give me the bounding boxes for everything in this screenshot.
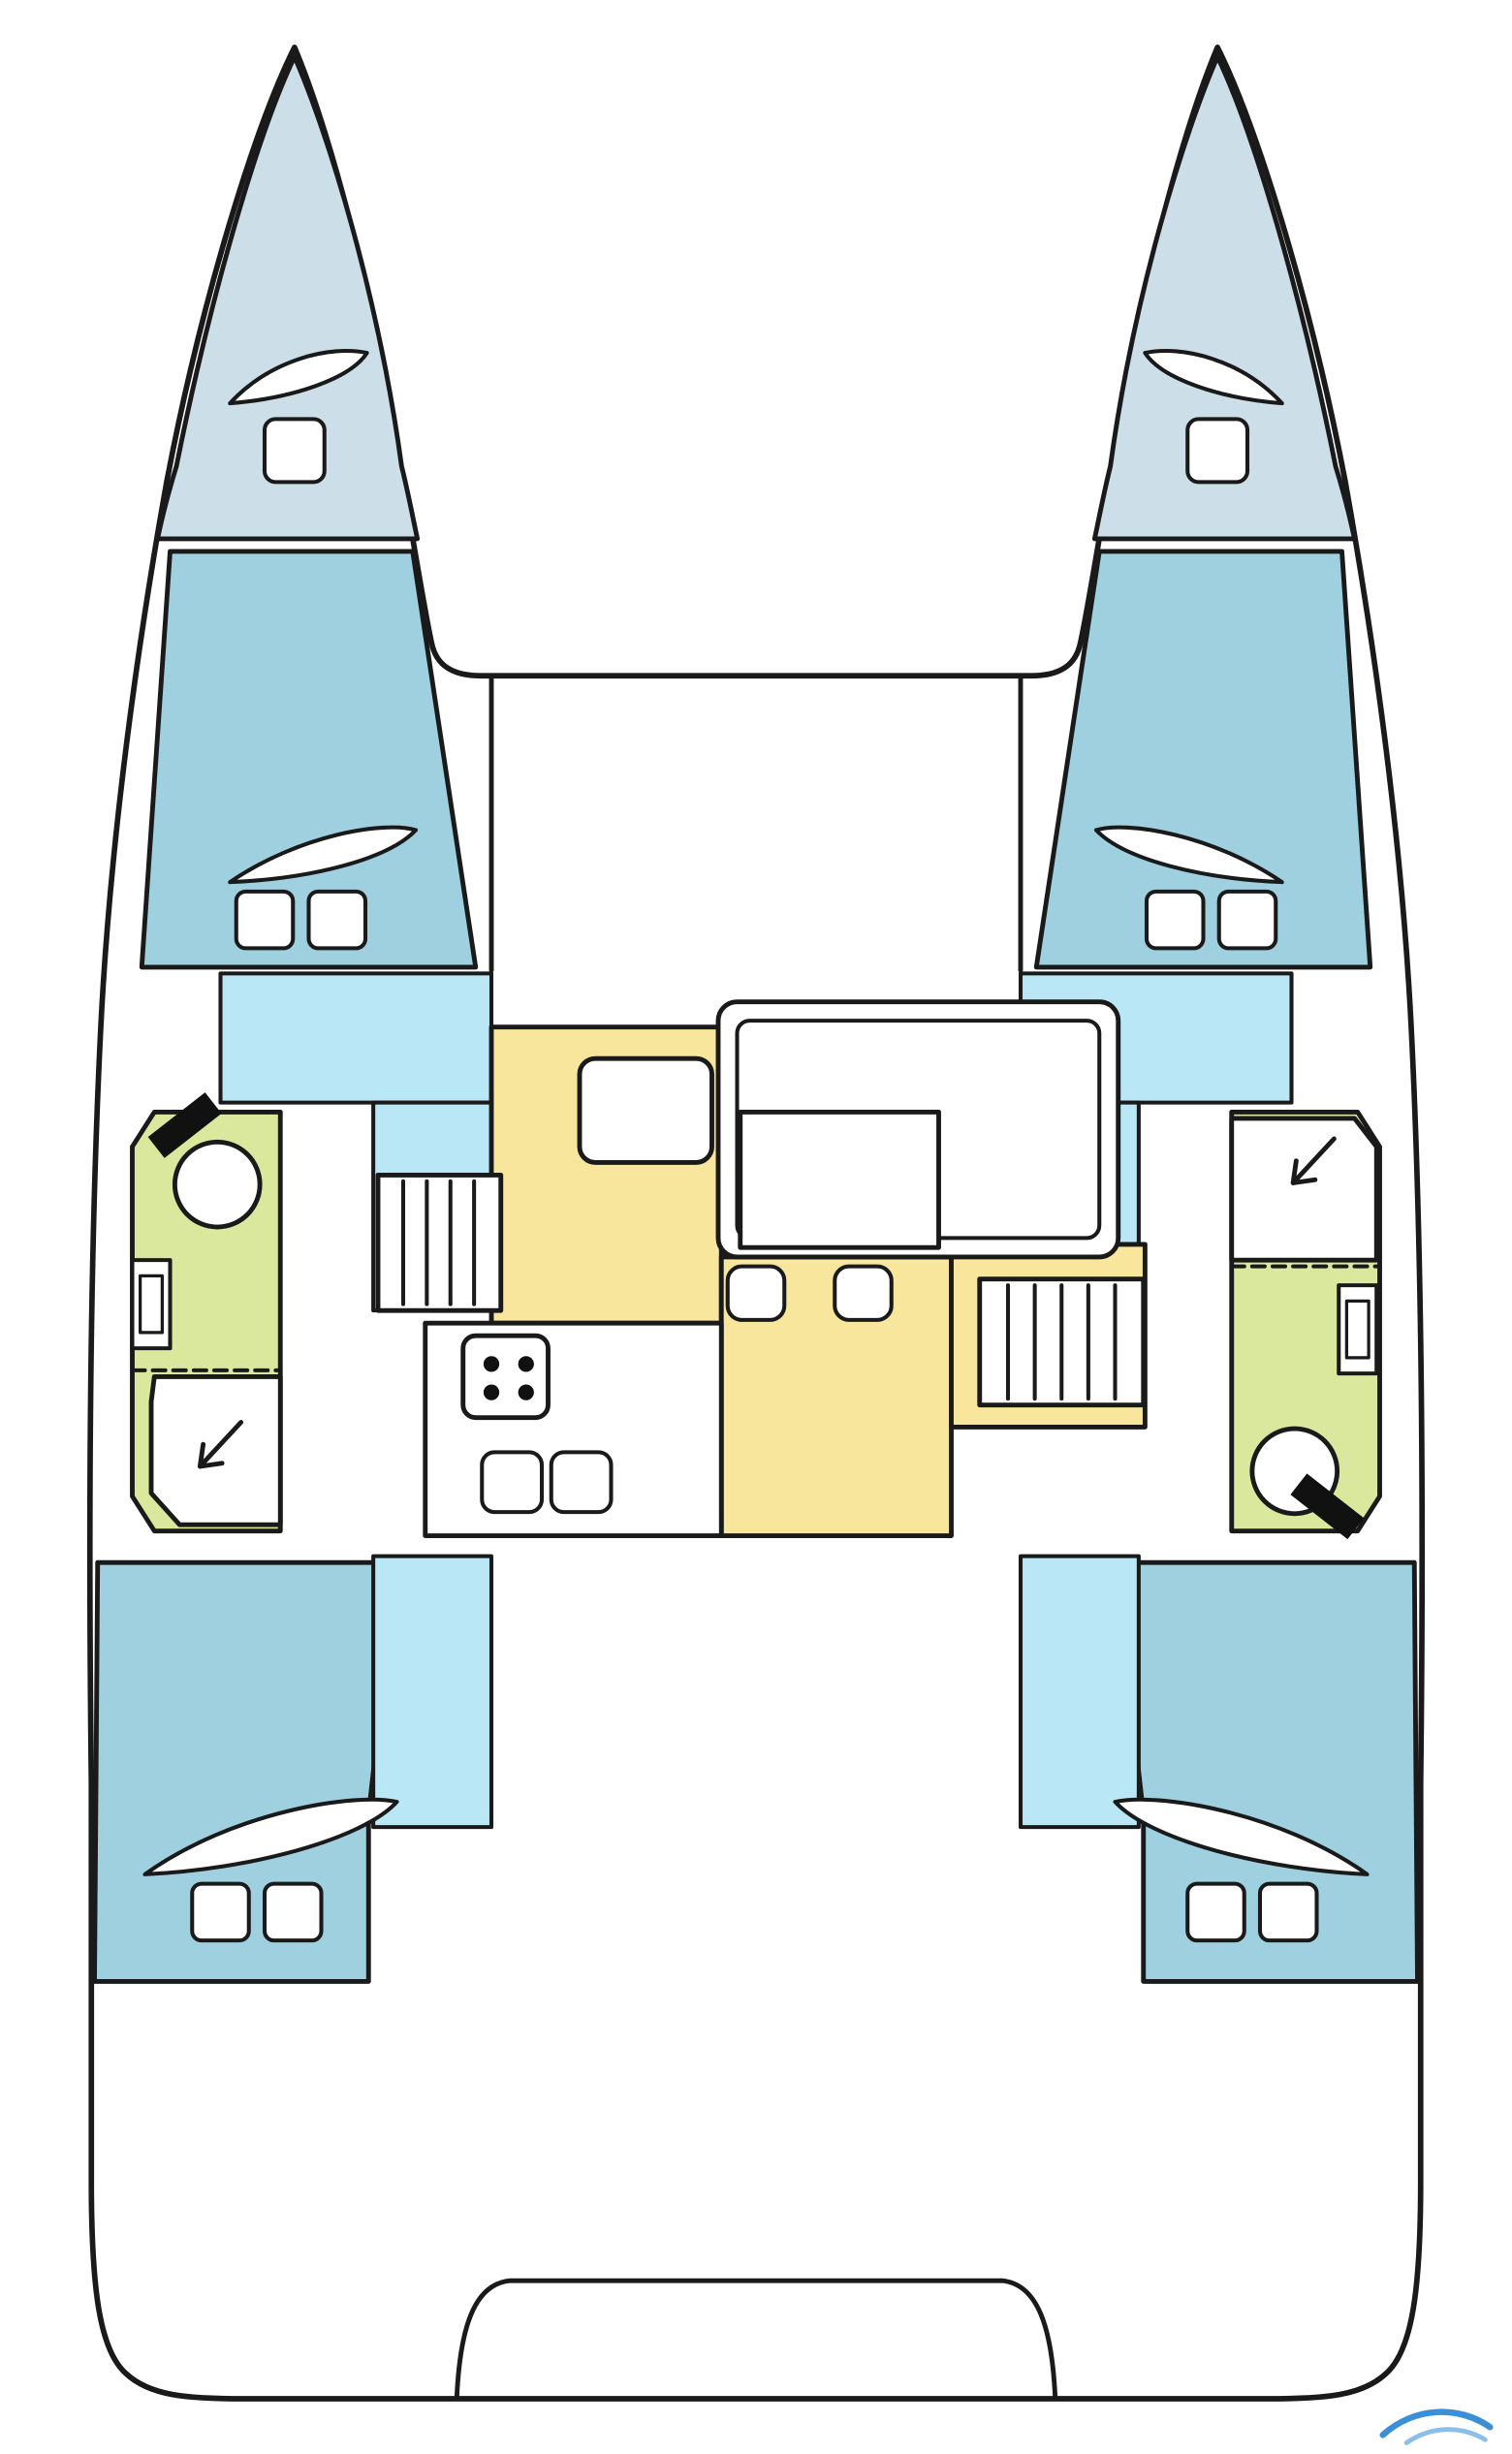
transom-step <box>454 2278 1058 2402</box>
wave-logo-stroke-dark <box>1379 2408 1494 2438</box>
fridge-unit <box>577 1055 714 1165</box>
stove-icon <box>460 1333 551 1421</box>
port-shower-arrow-icon <box>197 1420 244 1469</box>
port-bathroom-sink-basin <box>139 1274 164 1335</box>
port-forward-pillow-1 <box>234 889 296 951</box>
starboard-forward-pillow-2 <box>1216 889 1278 951</box>
wave-logo-stroke-light <box>1403 2427 1488 2445</box>
starboard-aft-cabin <box>1113 1559 1420 1984</box>
stool-2 <box>833 1264 894 1322</box>
berth-cabins <box>92 549 1420 1984</box>
port-stairs-treads <box>400 1179 477 1306</box>
starboard-toilet-cistern <box>1290 1473 1365 1540</box>
inner-wall-lines <box>488 676 1024 973</box>
starboard-forward-pillow-1 <box>1144 889 1206 951</box>
port-corridor-aft <box>371 1554 494 1830</box>
port-forward-berth-icon <box>228 825 419 885</box>
port-toilet-icon <box>172 1139 263 1230</box>
wave-logo <box>1379 2408 1494 2445</box>
stool-1 <box>725 1264 787 1322</box>
starboard-corridor-aft <box>1018 1554 1141 1830</box>
starboard-bow-hatch-icon <box>1185 417 1250 485</box>
galley-sink-icon-1 <box>480 1450 545 1515</box>
port-aft-cabin <box>92 1559 399 1984</box>
port-aft-pillow-2 <box>262 1881 324 1943</box>
starboard-forward-cabin <box>1033 549 1373 970</box>
port-toilet-cistern <box>147 1092 222 1158</box>
port-corridor-forward <box>218 971 494 1105</box>
structure-lines <box>130 676 1382 2402</box>
burner-dot-1 <box>483 1356 500 1372</box>
port-bow-locker <box>155 54 421 542</box>
starboard-stairs-treads <box>1005 1283 1118 1401</box>
burner-dot-4 <box>518 1384 534 1400</box>
starboard-aft-pillow-1 <box>1185 1881 1246 1943</box>
starboard-bow-berth-icon <box>1143 348 1284 406</box>
black-details <box>147 1092 1365 1540</box>
port-forward-pillow-2 <box>306 889 368 951</box>
table-icon <box>738 1109 941 1250</box>
starboard-bow-locker <box>1091 54 1357 542</box>
port-bow-berth-icon <box>228 348 369 406</box>
port-bow-hatch-icon <box>262 417 327 485</box>
bow-lockers <box>155 54 1357 542</box>
galley-sink-icon-2 <box>549 1450 614 1515</box>
port-stairs-icon <box>375 1172 504 1313</box>
starboard-shower-tray <box>1229 1116 1379 1263</box>
starboard-aft-berth-icon <box>1113 1797 1370 1876</box>
starboard-aft-pillow-2 <box>1257 1881 1319 1943</box>
burner-dot-3 <box>483 1384 500 1400</box>
port-forward-cabin <box>139 549 479 970</box>
port-aft-berth-icon <box>142 1797 399 1876</box>
starboard-shower-arrow-icon <box>1290 1136 1337 1185</box>
burner-dot-2 <box>518 1356 534 1372</box>
port-aft-pillow-1 <box>190 1881 251 1943</box>
starboard-bathroom-sink-basin <box>1344 1299 1370 1360</box>
starboard-forward-berth-icon <box>1093 825 1284 885</box>
